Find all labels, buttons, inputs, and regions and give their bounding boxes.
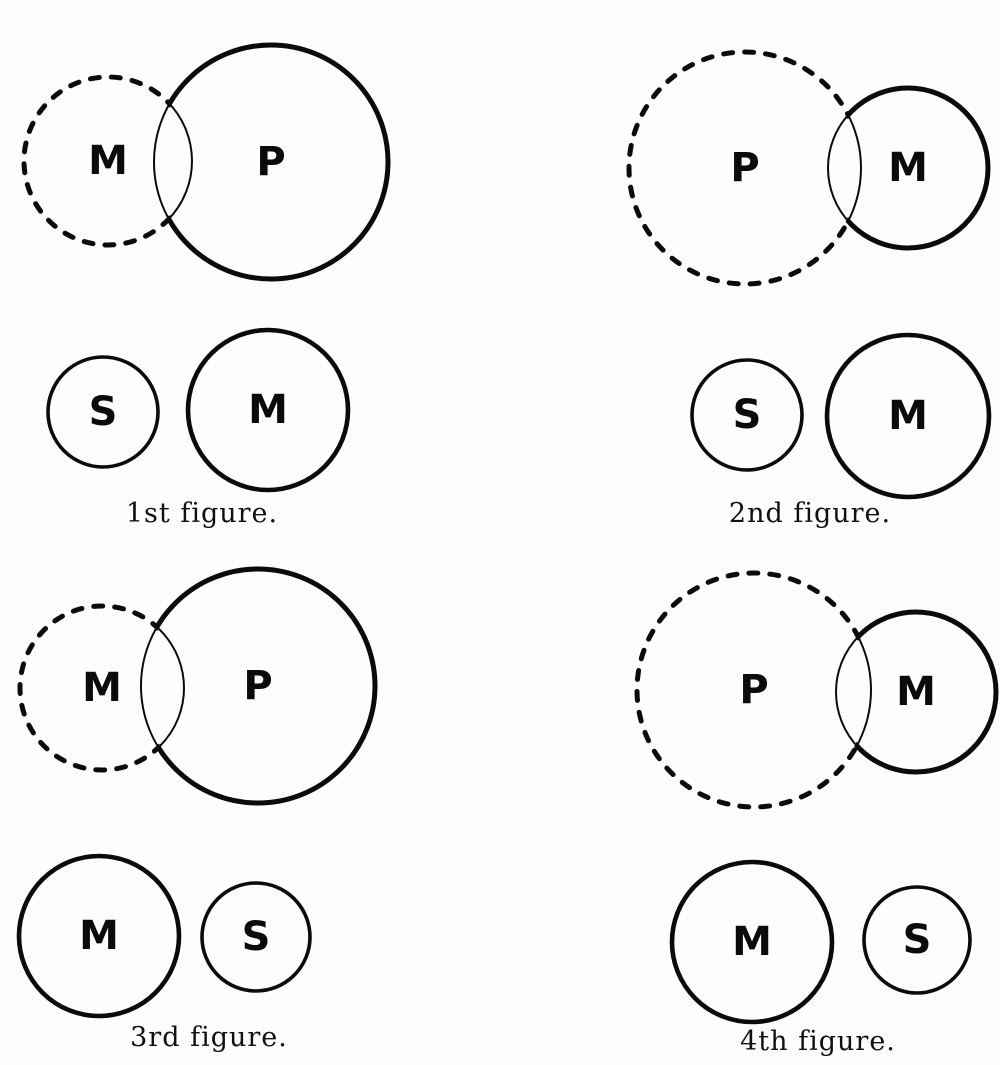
figure-caption-2: 2nd figure. [728, 498, 892, 529]
figure-1-premise-circle-p: P [151, 42, 391, 282]
circle-label-m: M [888, 145, 928, 191]
figure-4-conclusion-circle-s: S [862, 885, 972, 995]
figure-4-premise-circle-m: M [833, 609, 999, 775]
figure-3-premise-circle-m: M [17, 603, 187, 773]
figure-caption-1: 1st figure. [125, 498, 279, 529]
circle-label-m: M [79, 913, 119, 959]
figure-2-conclusion-circle-s: S [690, 358, 804, 472]
figure-4-conclusion-circle-m: M [669, 859, 835, 1025]
figure-1-premise-circle-m: M [21, 74, 195, 248]
circle-label-s: S [242, 914, 271, 960]
figure-4-premise-circle-p: P [634, 570, 874, 810]
figure-2-premise-circle-m: M [825, 85, 991, 251]
circle-label-m: M [248, 387, 288, 433]
circle-label-p: P [243, 663, 272, 709]
circle-label-s: S [89, 389, 118, 435]
circle-label-m: M [82, 665, 122, 711]
figure-2-premise-circle-p: P [626, 49, 864, 287]
figure-3-premise-circle-p: P [138, 566, 378, 806]
figure-3-conclusion-circle-s: S [200, 881, 312, 993]
figure-caption-4: 4th figure. [740, 1026, 896, 1057]
circle-label-m: M [732, 919, 772, 965]
circle-label-m: M [888, 393, 928, 439]
figure-caption-3: 3rd figure. [130, 1022, 288, 1053]
circle-label-m: M [896, 669, 936, 715]
circle-label-p: P [730, 145, 759, 191]
figure-1-conclusion-circle-s: S [46, 355, 160, 469]
figure-1-conclusion-circle-m: M [185, 327, 351, 493]
circle-label-s: S [903, 917, 932, 963]
figure-2-conclusion-circle-m: M [824, 332, 992, 500]
circle-label-p: P [256, 139, 285, 185]
circle-label-p: P [739, 667, 768, 713]
circle-label-m: M [88, 138, 128, 184]
figure-3-conclusion-circle-m: M [16, 853, 182, 1019]
circle-label-s: S [733, 392, 762, 438]
